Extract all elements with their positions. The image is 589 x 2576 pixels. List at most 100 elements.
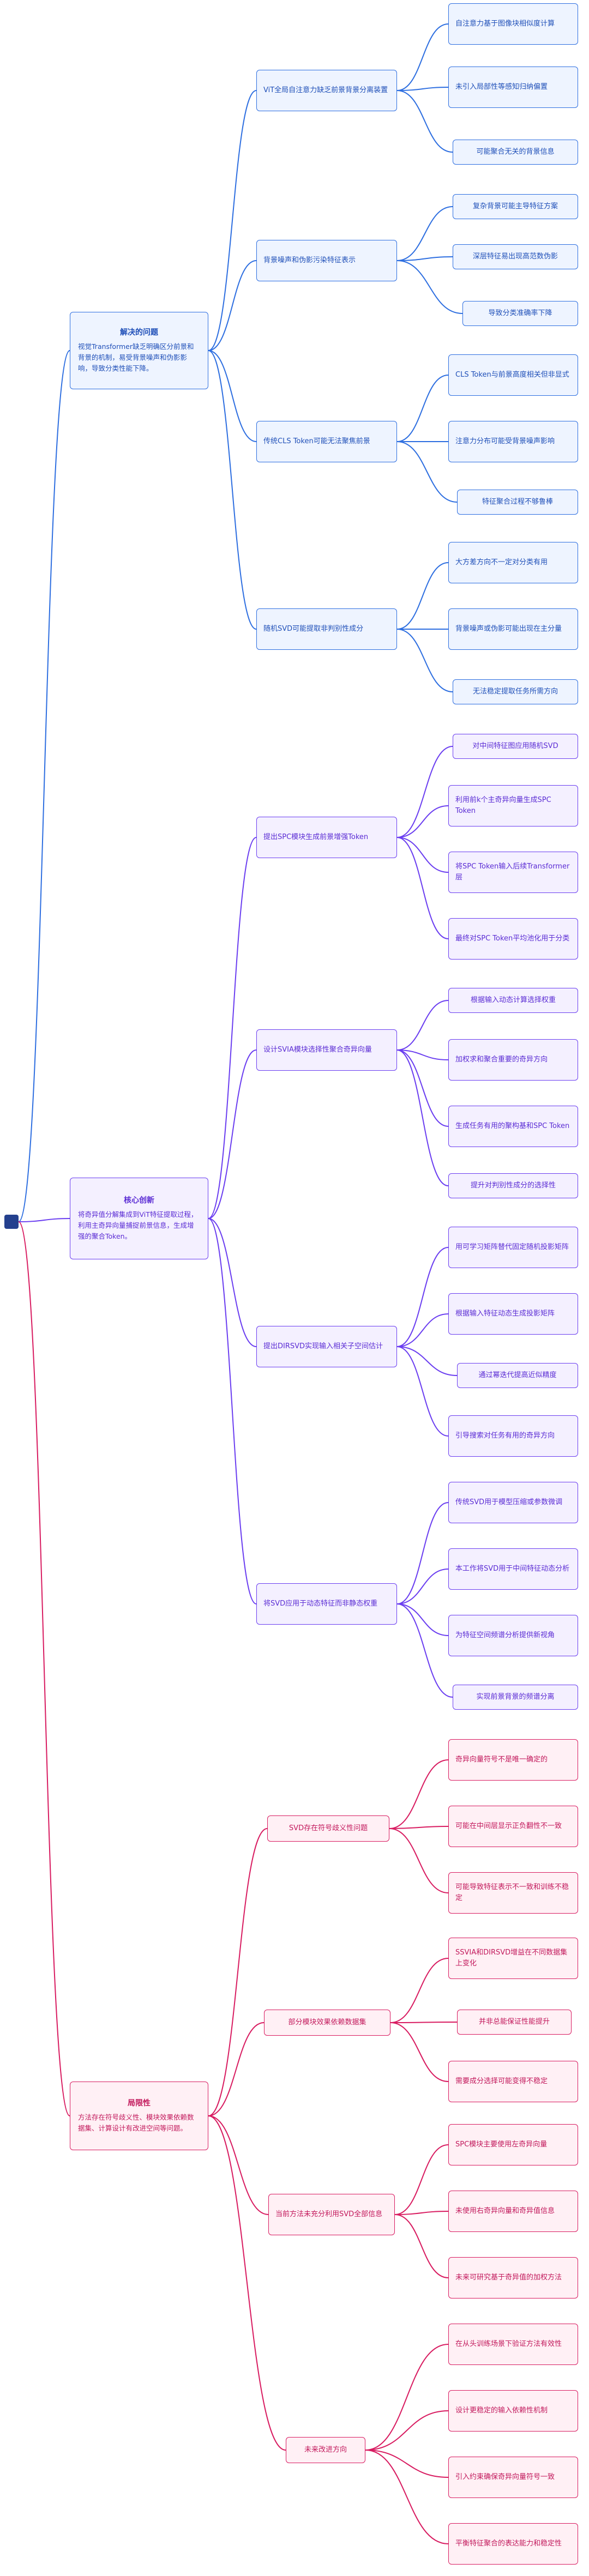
leaf-node[interactable]: 加权求和聚合重要的奇异方向 (448, 1039, 578, 1081)
main-node-title: 局限性 (128, 2099, 151, 2108)
connector-line (396, 23, 449, 91)
sub-node[interactable]: 提出DIRSVD实现输入相关子空间估计 (256, 1326, 397, 1367)
connector-line (18, 350, 70, 1222)
sub-node-label: 未来改进方向 (304, 2445, 347, 2454)
leaf-node[interactable]: 无法稳定提取任务所需方向 (453, 679, 578, 704)
connector-line (396, 1346, 449, 1437)
sub-node[interactable]: ViT全局自注意力缺乏前景背景分离装置 (256, 70, 397, 111)
leaf-node[interactable]: SPC模块主要使用左奇异向量 (448, 2124, 578, 2165)
leaf-node-label: 加权求和聚合重要的奇异方向 (455, 1055, 548, 1064)
connector-line (396, 1049, 449, 1127)
connector-line (396, 260, 463, 314)
leaf-node-label: SSVIA和DIRSVD增益在不同数据集上变化 (455, 1948, 568, 1968)
leaf-node[interactable]: 用可学习矩阵替代固定随机投影矩阵 (448, 1227, 578, 1268)
main-node-limitations[interactable]: 局限性 方法存在符号歧义性、模块效果依赖数据集、计算设计有改进空间等问题。 (70, 2082, 208, 2150)
connector-line (396, 629, 453, 692)
leaf-node-label: 根据输入动态计算选择权重 (470, 996, 556, 1004)
leaf-node-label: 导致分类准确率下降 (488, 309, 552, 317)
leaf-node-label: 在从头训练场景下验证方法有效性 (455, 2339, 562, 2348)
leaf-node[interactable]: 对中间特征图应用随机SVD (453, 734, 578, 759)
leaf-node[interactable]: 在从头训练场景下验证方法有效性 (448, 2324, 578, 2365)
sub-node[interactable]: 部分模块效果依赖数据集 (264, 2010, 390, 2036)
leaf-node[interactable]: 复杂背景可能主导特征方案 (453, 194, 578, 219)
connector-line (396, 837, 449, 873)
connector-line (396, 746, 453, 838)
sub-node-label: 随机SVD可能提取非判别性成分 (263, 624, 364, 633)
leaf-node[interactable]: 未引入局部性等感知归纳偏置 (448, 67, 578, 108)
leaf-node[interactable]: 未使用右奇异向量和奇异值信息 (448, 2191, 578, 2232)
connector-line (396, 805, 449, 838)
connector-line (208, 350, 257, 442)
main-node-innovation[interactable]: 核心创新 将奇异值分解集成到ViT特征提取过程，利用主奇异向量捕捉前景信息，生成… (70, 1178, 208, 1259)
leaf-node[interactable]: 为特征空间频谱分析提供新视角 (448, 1615, 578, 1656)
root-node-icon[interactable] (4, 1215, 19, 1229)
leaf-node-label: 未来可研究基于奇异值的加权方法 (455, 2273, 562, 2282)
sub-node[interactable]: 提出SPC模块生成前景增强Token (256, 817, 397, 858)
leaf-node[interactable]: 根据输入特征动态生成投影矩阵 (448, 1293, 578, 1335)
leaf-node-label: 引入约束确保奇异向量符号一致 (455, 2472, 555, 2481)
leaf-node[interactable]: 利用前k个主奇异向量生成SPC Token (448, 785, 578, 827)
leaf-node[interactable]: 需要成分选择可能变得不稳定 (448, 2061, 578, 2102)
leaf-node-label: 用可学习矩阵替代固定随机投影矩阵 (455, 1242, 569, 1251)
leaf-node[interactable]: 未来可研究基于奇异值的加权方法 (448, 2257, 578, 2299)
leaf-node[interactable]: 传统SVD用于模型压缩或参数微调 (448, 1482, 578, 1523)
leaf-node-label: 实现前景背景的频谱分离 (476, 1692, 555, 1701)
connector-line (396, 1000, 449, 1051)
sub-node[interactable]: 未来改进方向 (286, 2437, 365, 2463)
leaf-node[interactable]: 设计更稳定的输入依赖性机制 (448, 2390, 578, 2432)
sub-node-label: 设计SVIA模块选择性聚合奇异向量 (263, 1045, 372, 1054)
sub-node-label: 当前方法未充分利用SVD全部信息 (275, 2210, 383, 2218)
leaf-node[interactable]: 将SPC Token输入后续Transformer层 (448, 852, 578, 893)
connector-line (390, 2022, 449, 2082)
connector-line (389, 1826, 449, 1829)
sub-node[interactable]: 设计SVIA模块选择性聚合奇异向量 (256, 1029, 397, 1071)
leaf-node[interactable]: 背景噪声或伪影可能出现在主分量 (448, 608, 578, 650)
sub-node[interactable]: 当前方法未充分利用SVD全部信息 (268, 2194, 395, 2235)
leaf-node-label: CLS Token与前景高度相关但非显式 (455, 370, 569, 379)
sub-node[interactable]: 将SVD应用于动态特征而非静态权重 (256, 1583, 397, 1625)
sub-node[interactable]: 背景噪声和伪影污染特征表示 (256, 240, 397, 281)
leaf-node-label: 对中间特征图应用随机SVD (472, 741, 558, 750)
sub-node[interactable]: SVD存在符号歧义性问题 (267, 1815, 389, 1842)
connector-line (365, 2344, 449, 2451)
leaf-node[interactable]: SSVIA和DIRSVD增益在不同数据集上变化 (448, 1938, 578, 1979)
leaf-node[interactable]: 生成任务有用的聚构基和SPC Token (448, 1106, 578, 1147)
main-node-problems[interactable]: 解决的问题 视觉Transformer缺乏明确区分前景和背景的机制，易受背景噪声… (70, 312, 208, 389)
leaf-node[interactable]: 可能聚合无关的背景信息 (453, 140, 578, 165)
leaf-node[interactable]: 实现前景背景的频谱分离 (453, 1685, 578, 1710)
leaf-node[interactable]: 并非总能保证性能提升 (457, 2010, 572, 2035)
leaf-node[interactable]: 深层特征易出现高范数伪影 (453, 244, 578, 269)
leaf-node[interactable]: 奇异向量符号不是唯一确定的 (448, 1739, 578, 1781)
leaf-node[interactable]: CLS Token与前景高度相关但非显式 (448, 354, 578, 396)
leaf-node[interactable]: 根据输入动态计算选择权重 (448, 988, 578, 1013)
connector-line (365, 2450, 449, 2478)
leaf-node[interactable]: 提升对判别性成分的选择性 (448, 1173, 578, 1198)
connector-line (396, 1568, 449, 1604)
connector-line (396, 1603, 449, 1636)
connector-line (208, 1049, 257, 1219)
leaf-node[interactable]: 可能导致特征表示不一致和训练不稳定 (448, 1872, 578, 1914)
leaf-node[interactable]: 自注意力基于图像块相似度计算 (448, 3, 578, 45)
leaf-node[interactable]: 本工作将SVD用于中间特征动态分析 (448, 1548, 578, 1590)
leaf-node[interactable]: 大方差方向不一定对分类有用 (448, 542, 578, 583)
sub-node[interactable]: 随机SVD可能提取非判别性成分 (256, 608, 397, 650)
leaf-node-label: 可能在中间层显示正负翻性不一致 (455, 1821, 562, 1830)
leaf-node[interactable]: 通过幂迭代提高近似精度 (457, 1363, 578, 1388)
leaf-node[interactable]: 注意力分布可能受背景噪声影响 (448, 421, 578, 462)
leaf-node[interactable]: 引入约束确保奇异向量符号一致 (448, 2457, 578, 2498)
leaf-node[interactable]: 导致分类准确率下降 (462, 301, 578, 326)
leaf-node-label: 未使用右奇异向量和奇异值信息 (455, 2206, 555, 2215)
leaf-node-label: 无法稳定提取任务所需方向 (472, 687, 558, 696)
connector-line (396, 837, 449, 939)
leaf-node[interactable]: 特征聚合过程不够鲁棒 (457, 490, 578, 515)
leaf-node[interactable]: 可能在中间层显示正负翻性不一致 (448, 1806, 578, 1847)
leaf-node-label: 自注意力基于图像块相似度计算 (455, 19, 555, 28)
leaf-node[interactable]: 最终对SPC Token平均池化用于分类 (448, 918, 578, 960)
connector-line (396, 1049, 449, 1186)
sub-node-label: 将SVD应用于动态特征而非静态权重 (263, 1599, 378, 1608)
connector-line (396, 90, 453, 153)
sub-node[interactable]: 传统CLS Token可能无法聚焦前景 (256, 421, 397, 462)
main-node-desc: 将奇异值分解集成到ViT特征提取过程，利用主奇异向量捕捉前景信息，生成增强的聚合… (78, 1210, 198, 1240)
leaf-node[interactable]: 引导搜索对任务有用的奇异方向 (448, 1415, 578, 1457)
leaf-node[interactable]: 平衡特征聚合的表达能力和稳定性 (448, 2523, 578, 2565)
